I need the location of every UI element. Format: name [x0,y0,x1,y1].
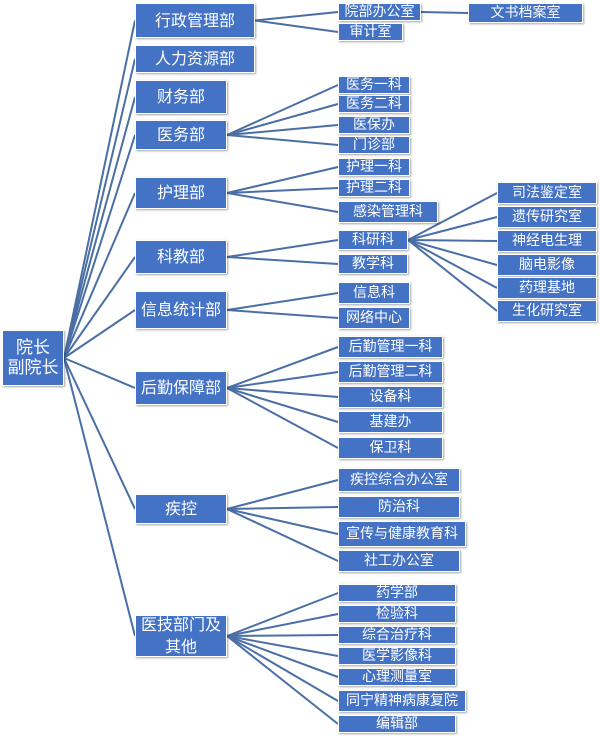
department-node: 疾控 [135,494,227,524]
section-node: 院部办公室 [338,3,421,21]
section-node: 药学部 [338,584,456,602]
connector-d5c0-d5c0g3 [407,239,498,266]
root-node: 院长副院长 [2,330,64,386]
connector-root-d5 [63,256,136,359]
connector-d5-d5c1 [226,256,339,265]
connector-d8-d8c1 [226,506,339,510]
section-node: 审计室 [338,23,403,41]
connector-d0-d0c1 [254,19,339,33]
connector-root-d8 [63,357,136,510]
section-node: 医学影像科 [338,647,456,665]
connector-root-d6 [63,309,136,359]
section-node: 医务二科 [338,95,410,113]
connector-root-d0 [63,20,136,359]
connector-d5c0-d5c0g5 [407,239,498,312]
section-node: 护理一科 [338,158,410,176]
section-node: 护理二科 [338,179,410,197]
section-node: 后勤管理一科 [338,336,443,358]
section-node: 防治科 [338,496,460,518]
section-node: 门诊部 [338,136,410,154]
section-node: 保卫科 [338,437,443,459]
section-node: 综合治疗科 [338,626,456,644]
section-node: 疾控综合办公室 [338,468,460,492]
connector-d3-d3c3 [226,134,339,146]
connector-d5-d5c0 [226,239,339,258]
connector-d5c0-d5c0g2 [407,239,498,242]
subsection-node: 神经电生理 [497,230,597,252]
section-node: 基建办 [338,411,443,433]
section-node: 社工办公室 [338,550,460,572]
connector-d9-d9c0 [226,592,339,637]
connector-d8-d8c2 [226,508,339,535]
section-node: 感染管理科 [338,201,438,223]
department-node: 护理部 [135,177,227,209]
section-node: 网络中心 [338,307,410,329]
connector-d7-d7c4 [226,387,339,449]
connector-d3-d3c1 [226,103,339,136]
connector-d6-d6c0 [226,292,339,311]
section-node: 检验科 [338,605,456,623]
department-node: 财务部 [135,80,227,114]
connector-d0c0-d0c0g0 [420,11,469,14]
root-title-line1: 院长 [16,337,50,358]
section-node: 编辑部 [338,715,456,733]
section-node: 宣传与健康教育科 [338,521,466,547]
connector-d4-d4c1 [226,187,339,194]
department-node: 医务部 [135,120,227,150]
section-node: 教学科 [338,254,408,274]
connector-d7-d7c0 [226,346,339,389]
department-node: 人力资源部 [135,45,255,73]
connector-d5c0-d5c0g4 [407,239,498,289]
connector-d6-d6c1 [226,309,339,319]
department-node: 后勤保障部 [135,371,227,405]
connector-root-d2 [63,96,136,359]
connector-d9-d9c2 [226,634,339,637]
connector-root-d1 [63,58,136,359]
subsection-node: 司法鉴定室 [497,182,597,204]
connector-d9-d9c5 [226,635,339,702]
department-node: 医技部门及其他 [135,615,227,657]
section-node: 同宁精神病康复院 [338,690,466,712]
connector-root-d7 [63,357,136,389]
section-node: 心理测量室 [338,668,456,686]
department-node: 信息统计部 [135,291,227,329]
connector-root-d3 [63,134,136,359]
connector-d9-d9c4 [226,635,339,678]
subsection-node: 脑电影像 [497,254,597,276]
connector-d7-d7c3 [226,387,339,423]
section-node: 信息科 [338,282,410,304]
connector-d4-d4c2 [226,192,339,213]
department-node: 科教部 [135,240,227,274]
connector-d9-d9c1 [226,613,339,637]
root-title-line2: 副院长 [7,358,59,378]
connector-d8-d8c0 [226,479,339,510]
connector-d3-d3c0 [226,84,339,136]
section-node: 医保办 [338,116,410,134]
connector-root-d4 [63,192,136,359]
connector-d0-d0c0 [254,11,339,22]
section-node: 医务一科 [338,76,410,94]
subsection-node: 文书档案室 [468,3,583,23]
connector-d3-d3c2 [226,124,339,136]
subsection-node: 遗传研究室 [497,206,597,228]
section-node: 科研科 [338,230,408,250]
connector-d4-d4c0 [226,166,339,194]
subsection-node: 药理基地 [497,277,597,299]
connector-d9-d9c3 [226,635,339,657]
connector-d7-d7c1 [226,371,339,389]
connector-d9-d9c6 [226,635,339,725]
connector-root-d9 [63,357,136,637]
section-node: 设备科 [338,386,443,408]
connector-d8-d8c3 [226,508,339,562]
section-node: 后勤管理二科 [338,361,443,383]
department-node: 行政管理部 [135,3,255,38]
connector-d7-d7c2 [226,387,339,398]
subsection-node: 生化研究室 [497,300,597,322]
